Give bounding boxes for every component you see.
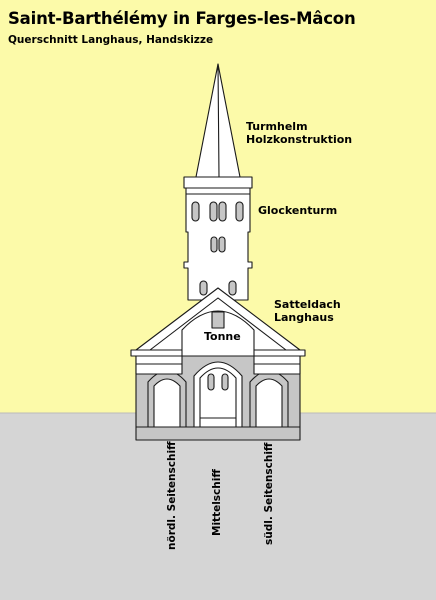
spire-ridge-line — [217, 63, 220, 178]
nave-window — [221, 373, 229, 391]
label-turmhelm-line1: Turmhelm — [246, 120, 308, 133]
label-south-aisle: südl. Seitenschiff — [263, 442, 275, 545]
ground — [0, 413, 436, 600]
label-turmhelm: Turmhelm Holzkonstruktion — [246, 120, 352, 146]
south-aisle-roof — [253, 355, 301, 375]
label-glockenturm: Glockenturm — [258, 204, 338, 217]
tower-window — [235, 201, 244, 222]
south-aisle-interior — [255, 378, 283, 428]
label-north-aisle: nördl. Seitenschiff — [166, 441, 178, 550]
diagram-title: Saint-Barthélémy in Farges-les-Mâcon — [8, 9, 356, 28]
label-central-nave: Mittelschiff — [211, 469, 223, 536]
tower-window — [218, 201, 227, 222]
north-aisle-interior — [153, 378, 181, 428]
church-building — [130, 63, 306, 441]
tower-window — [210, 236, 218, 253]
bell-tower-body — [183, 193, 253, 301]
label-satteldach-line2: Langhaus — [274, 311, 334, 324]
nave-window — [207, 373, 215, 391]
label-turmhelm-line2: Holzkonstruktion — [246, 133, 353, 146]
north-aisle-roof — [135, 355, 183, 375]
tower-window — [199, 280, 208, 296]
label-satteldach: Satteldach Langhaus — [274, 298, 341, 324]
tower-window — [218, 236, 226, 253]
tower-cornice-band — [185, 187, 251, 195]
tower-window — [228, 280, 237, 296]
nave-roof-inner-line — [149, 297, 287, 351]
diagram-subtitle: Querschnitt Langhaus, Handskizze — [8, 34, 214, 46]
tower-window — [191, 201, 200, 222]
label-tonne: Tonne — [204, 330, 241, 343]
central-nave-interior — [193, 361, 243, 428]
tower-window — [209, 201, 218, 222]
tower-cornice — [183, 176, 253, 189]
label-satteldach-line1: Satteldach — [274, 298, 341, 311]
central-nave-arch — [199, 367, 237, 428]
barrel-vault — [181, 310, 255, 357]
vault-window — [211, 311, 225, 329]
